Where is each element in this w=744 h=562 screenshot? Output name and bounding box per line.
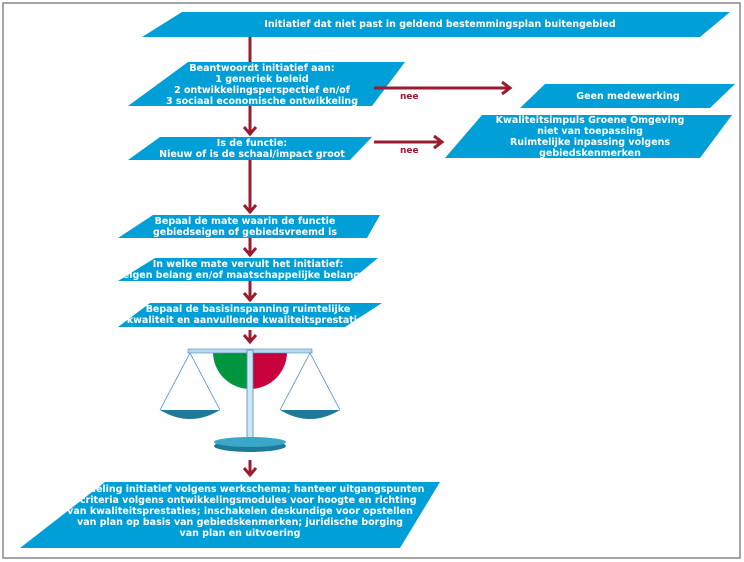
line: eigen belang en/of maatschappelijke bela…: [122, 270, 374, 281]
line: 1 generiek beleid: [215, 74, 309, 85]
line: Bepaal de basisinspanning ruimtelijke: [145, 304, 351, 315]
functie-text: Is de functie: Nieuw of is de schaal/imp…: [159, 138, 345, 160]
geen-text: Geen medewerking: [576, 91, 680, 102]
line: en criteria volgens ontwikkelingsmodules…: [63, 495, 417, 506]
kwaliteitsimpuls-text: Kwaliteitsimpuls Groene Omgeving niet va…: [496, 115, 685, 159]
line: niet van toepassing: [537, 126, 643, 137]
line: Ruimtelijke inpassing volgens: [509, 137, 671, 148]
beantwoordt-text: Beantwoordt initiatief aan: 1 generiek b…: [166, 63, 358, 107]
line: Is de functie:: [216, 138, 288, 149]
line: In welke mate vervult het initiatief:: [152, 259, 344, 270]
line: Nieuw of is de schaal/impact groot: [159, 149, 345, 160]
line: Kwaliteitsimpuls Groene Omgeving: [495, 115, 685, 126]
line: Behandeling initiatief volgens werkschem…: [55, 484, 425, 495]
box-functie: [128, 137, 372, 160]
welke-mate-text: In welke mate vervult het initiatief: ei…: [123, 259, 373, 281]
nee-label: nee: [400, 92, 419, 102]
line: gebiedseigen of gebiedsvreemd is: [152, 227, 338, 238]
box-beantwoordt: [128, 62, 405, 106]
line: 2 ontwikkelingsperspectief en/of: [174, 85, 350, 96]
line: van plan en uitvoering: [179, 528, 301, 539]
box-start: [142, 12, 730, 37]
arrows: [242, 37, 513, 478]
balance-scale-icon: [159, 348, 341, 452]
line: van plan op basis van gebiedskenmerken; …: [77, 517, 403, 528]
basisinspanning-text: Bepaal de basisinspanning ruimtelijke kw…: [127, 304, 369, 326]
start-text: Initiatief dat niet past in geldend best…: [264, 19, 616, 30]
box-bepaal-mate: [118, 215, 380, 238]
box-behandeling: [20, 482, 440, 548]
line: Beantwoordt initiatief aan:: [189, 63, 335, 74]
nee-label: nee: [400, 146, 419, 156]
box-geen: [520, 84, 735, 108]
box-basisinspanning: [118, 303, 382, 327]
line: Bepaal de mate waarin de functie: [154, 216, 336, 227]
line: 3 sociaal economische ontwikkeling: [166, 96, 358, 107]
bepaal-mate-text: Bepaal de mate waarin de functie gebieds…: [153, 216, 337, 238]
line: kwaliteit en aanvullende kwaliteitsprest…: [126, 315, 370, 326]
line: van kwaliteitsprestaties; inschakelen de…: [67, 506, 413, 517]
box-kwaliteitsimpuls: [445, 115, 732, 158]
line: gebiedskenmerken: [539, 148, 641, 159]
box-welke-mate: [118, 258, 378, 281]
behandeling-text: Behandeling initiatief volgens werkschem…: [56, 484, 425, 539]
